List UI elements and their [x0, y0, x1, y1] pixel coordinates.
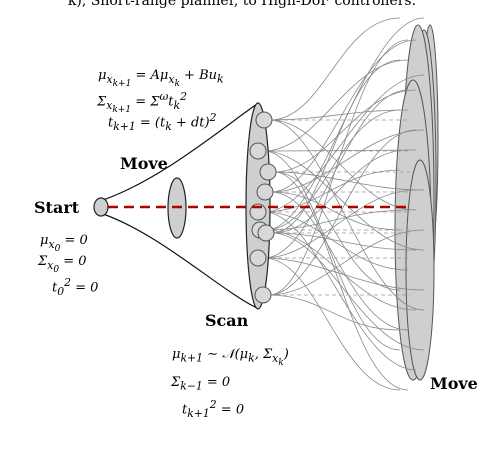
- sample-circle-3: [256, 183, 274, 201]
- equation-mean-propagation: μxk+1 = Aμxk + Buk: [98, 68, 224, 89]
- sample-circle-2: [259, 163, 277, 181]
- branch-curve-8-1: [268, 39, 409, 296]
- branch-curve-1-1: [263, 149, 417, 152]
- branch-curve-0-3: [269, 119, 425, 311]
- start-label: Start: [34, 198, 80, 217]
- branch-curve-0-1: [269, 109, 409, 121]
- sample-circle-8: [254, 286, 272, 304]
- equation-start-covariance: Σx0 = 0: [38, 254, 87, 275]
- final-ellipse-4: [405, 159, 435, 381]
- branch-curve-3-3: [270, 39, 417, 193]
- move-label-first: Move: [120, 154, 168, 173]
- branch-curve-1-0: [263, 59, 409, 152]
- sample-circle-7: [249, 249, 267, 267]
- branch-curve-4-2: [263, 211, 417, 371]
- branch-curve-6-2: [271, 59, 401, 234]
- branch-curve-7-1: [263, 257, 401, 391]
- branch-curve-0-0: [269, 17, 401, 121]
- move-label-second: Move: [430, 374, 478, 393]
- branch-curve-6-3: [271, 149, 409, 234]
- equation-scan-mean: μk+1 ∼ 𝒩(μk, Σxk): [172, 347, 289, 368]
- equation-scan-covariance: Σk−1 = 0: [171, 375, 231, 393]
- scan-label: Scan: [205, 311, 249, 330]
- equation-start-time: t02 = 0: [52, 276, 99, 298]
- branch-curve-4-3: [263, 74, 425, 213]
- branch-curve-5-3: [265, 109, 401, 231]
- caption-text: k), Short-range planner, to High-DoF con…: [67, 0, 417, 9]
- branch-curve-8-2: [268, 129, 417, 296]
- branch-curve-2-0: [273, 89, 417, 173]
- branch-curve-6-0: [271, 232, 417, 251]
- start-ellipse: [93, 197, 109, 217]
- branch-curve-1-2: [263, 150, 425, 251]
- sample-circle-6: [257, 224, 275, 242]
- funnel-lower-edge: [102, 213, 258, 309]
- branch-curve-8-0: [268, 294, 401, 331]
- branch-curve-6-1: [271, 232, 425, 351]
- equation-covariance-propagation: Σxk+1 = Σωtk2: [97, 90, 187, 116]
- equation-time-update: tk+1 = (tk + dt)2: [108, 111, 217, 133]
- equation-start-mean: μx0 = 0: [40, 233, 88, 254]
- sample-circle-1: [249, 142, 267, 160]
- branch-curve-5-2: [265, 17, 425, 231]
- equation-scan-time: tk+12 = 0: [182, 398, 245, 420]
- branch-curve-4-1: [263, 211, 409, 271]
- branch-curve-7-3: [263, 189, 417, 259]
- branch-curve-2-3: [273, 171, 409, 391]
- branch-curve-5-0: [265, 209, 409, 231]
- branch-curve-0-2: [269, 119, 417, 211]
- branch-curve-7-0: [263, 257, 425, 291]
- branch-curve-4-0: [263, 169, 401, 213]
- branch-curve-3-1: [270, 191, 401, 231]
- branch-curve-2-1: [273, 171, 425, 191]
- sample-circle-0: [255, 111, 273, 129]
- branch-curve-3-2: [270, 191, 409, 331]
- branch-curve-8-3: [268, 229, 425, 296]
- branch-curve-1-3: [263, 150, 401, 351]
- funnel-upper-edge: [102, 103, 258, 201]
